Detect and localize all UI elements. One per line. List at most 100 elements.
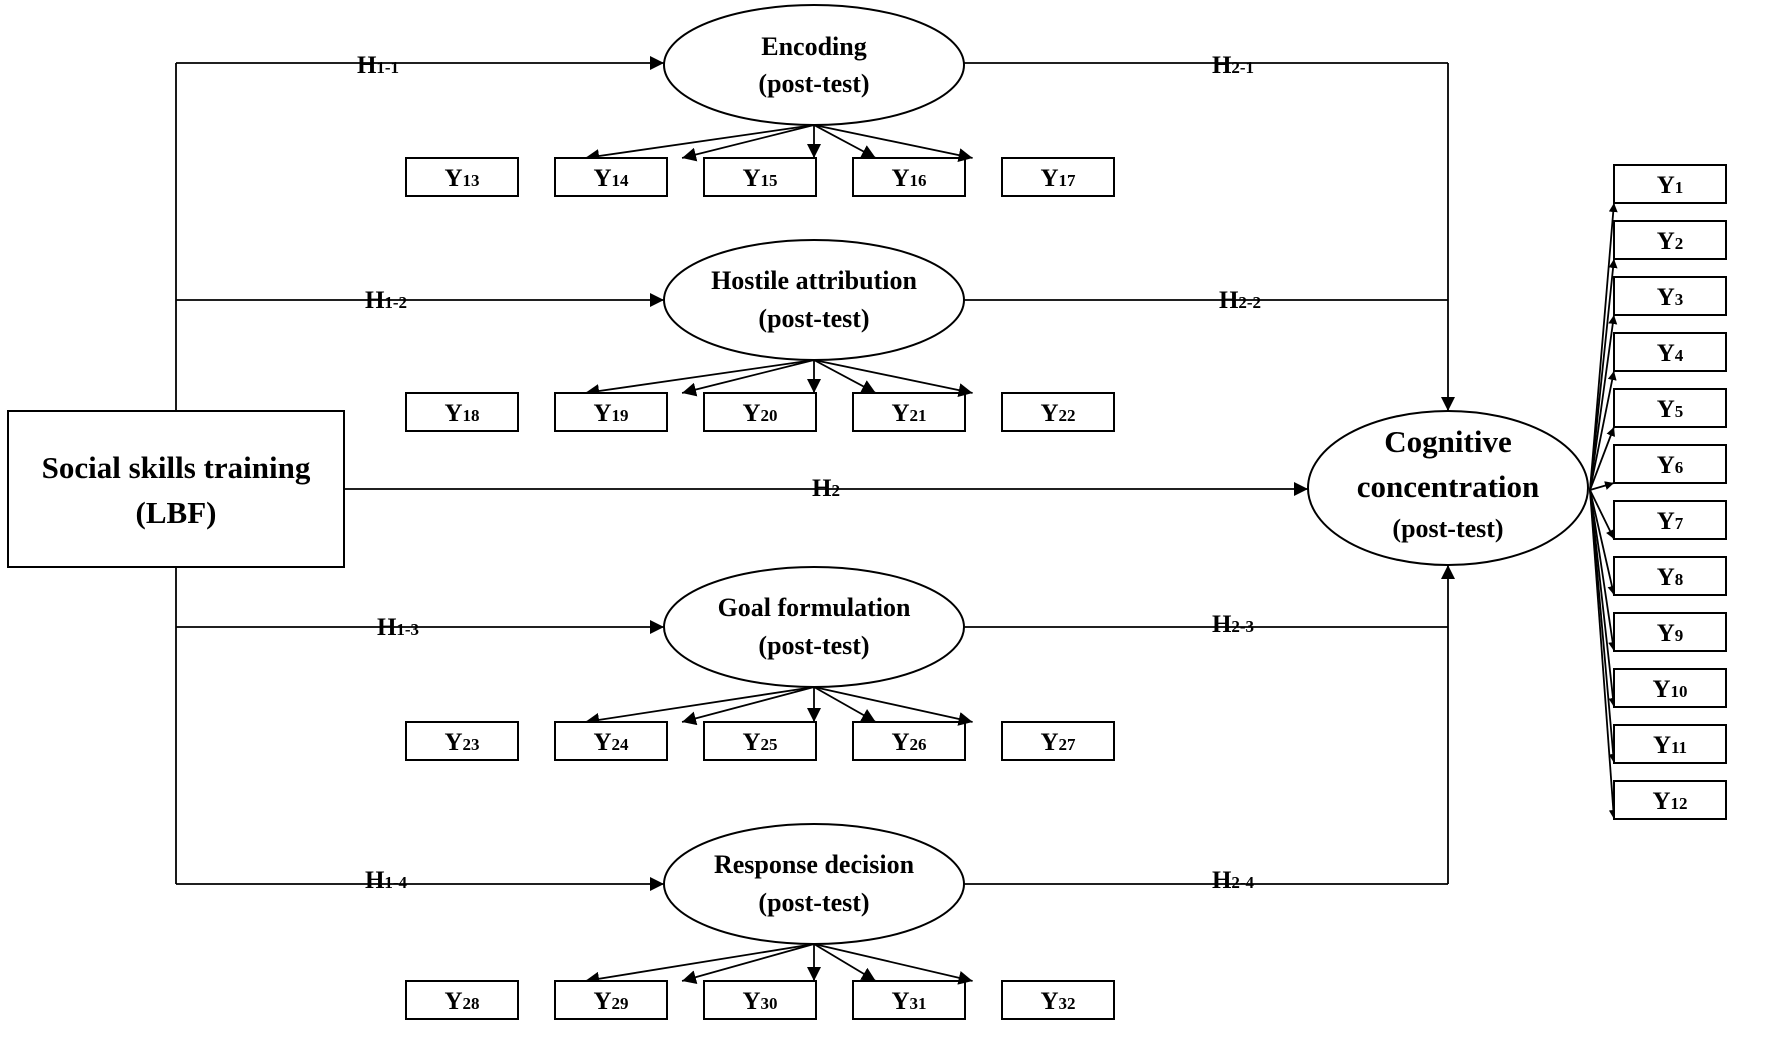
indicator-label: Y8: [1657, 564, 1684, 591]
indicator-box: Y30: [703, 980, 817, 1020]
indicator-box: Y32: [1001, 980, 1115, 1020]
loading-arrow: [681, 359, 815, 397]
exogenous-label-line1: Social skills training: [42, 450, 311, 485]
indicator-label: Y1: [1657, 172, 1684, 199]
loading-arrow: [681, 943, 815, 984]
mediator-hostile-attribution: Hostile attribution (post-test): [663, 239, 965, 361]
indicator-box: Y20: [703, 392, 817, 432]
indicator-box: Y16: [852, 157, 966, 197]
indicator-label: Y31: [891, 988, 926, 1015]
indicator-label: Y21: [891, 400, 926, 427]
indicator-label: Y16: [891, 165, 926, 192]
indicator-box: Y2: [1613, 220, 1727, 260]
path-label-h2-3: H2-3: [1212, 611, 1254, 638]
svg-text:(post-test): (post-test): [758, 69, 869, 98]
path-label-h1-3: H1-3: [377, 614, 419, 641]
indicator-box: Y23: [405, 721, 519, 761]
svg-text:Encoding: Encoding: [761, 32, 867, 61]
loading-arrow: [1589, 426, 1616, 491]
indicator-label: Y9: [1657, 620, 1684, 647]
svg-text:(post-test): (post-test): [758, 888, 869, 917]
loading-arrow: [585, 359, 815, 398]
indicator-box: Y5: [1613, 388, 1727, 428]
indicator-box: Y8: [1613, 556, 1727, 596]
cognitive-concentration-node: Cognitive concentration (post-test): [1307, 410, 1589, 566]
loading-arrow: [585, 124, 815, 163]
loading-arrow: [813, 359, 877, 394]
loading-arrow: [1589, 202, 1618, 491]
indicator-label: Y22: [1040, 400, 1075, 427]
social-skills-training-node: Social skills training (LBF): [7, 410, 345, 568]
loading-arrow: [813, 124, 877, 159]
loading-arrow: [1589, 489, 1617, 596]
connector-lines: [175, 56, 1455, 891]
indicator-label: Y32: [1040, 988, 1075, 1015]
svg-text:Hostile attribution: Hostile attribution: [711, 266, 917, 295]
indicator-label: Y25: [742, 729, 777, 756]
loading-arrow: [813, 943, 973, 985]
path-label-h2-2: H2-2: [1219, 287, 1261, 314]
loading-arrow: [813, 943, 877, 982]
indicator-label: Y6: [1657, 452, 1684, 479]
loading-arrow: [1589, 481, 1615, 491]
indicator-box: Y24: [554, 721, 668, 761]
indicator-box: Y28: [405, 980, 519, 1020]
outcome-label-line2: concentration: [1357, 469, 1540, 504]
mediator-encoding: Encoding (post-test): [663, 4, 965, 126]
indicator-label: Y10: [1652, 676, 1687, 703]
mediator-goal-formulation: Goal formulation (post-test): [663, 566, 965, 688]
indicator-box: Y21: [852, 392, 966, 432]
indicator-label: Y30: [742, 988, 777, 1015]
indicator-box: Y29: [554, 980, 668, 1020]
indicator-label: Y11: [1653, 732, 1687, 759]
indicator-box: Y26: [852, 721, 966, 761]
outcome-label-line1: Cognitive: [1384, 424, 1511, 459]
svg-text:(post-test): (post-test): [758, 304, 869, 333]
indicator-label: Y13: [444, 165, 479, 192]
loading-arrow: [813, 686, 973, 726]
indicator-label: Y29: [593, 988, 628, 1015]
svg-text:Response decision: Response decision: [714, 850, 915, 879]
loading-arrow: [813, 686, 877, 723]
mediator-response-decision: Response decision (post-test): [663, 823, 965, 945]
indicator-label: Y19: [593, 400, 628, 427]
indicator-box: Y6: [1613, 444, 1727, 484]
indicator-label: Y28: [444, 988, 479, 1015]
loading-arrow: [813, 359, 973, 398]
indicator-label: Y15: [742, 165, 777, 192]
indicator-label: Y14: [593, 165, 629, 192]
loading-arrow: [681, 686, 815, 726]
indicator-box: Y11: [1613, 724, 1727, 764]
indicator-label: Y12: [1652, 788, 1687, 815]
loading-arrow: [1589, 489, 1618, 652]
indicator-label: Y7: [1657, 508, 1684, 535]
indicator-box: Y1: [1613, 164, 1727, 204]
indicator-box: Y22: [1001, 392, 1115, 432]
exogenous-label-line2: (LBF): [136, 495, 217, 530]
indicator-box: Y4: [1613, 332, 1727, 372]
path-label-h2-1: H2-1: [1212, 52, 1254, 79]
loading-arrow: [681, 124, 815, 162]
indicator-box: Y15: [703, 157, 817, 197]
indicator-label: Y18: [444, 400, 479, 427]
loading-arrow: [585, 686, 815, 727]
indicator-label: Y27: [1040, 729, 1076, 756]
loading-arrow: [1589, 314, 1618, 491]
loading-arrow: [1589, 370, 1617, 491]
indicator-box: Y12: [1613, 780, 1727, 820]
indicator-label: Y17: [1040, 165, 1076, 192]
indicator-label: Y3: [1657, 284, 1684, 311]
indicator-box: Y27: [1001, 721, 1115, 761]
indicator-box: Y31: [852, 980, 966, 1020]
indicator-label: Y26: [891, 729, 926, 756]
indicator-label: Y5: [1657, 396, 1684, 423]
indicator-box: Y25: [703, 721, 817, 761]
svg-text:Goal formulation: Goal formulation: [718, 593, 911, 622]
indicator-label: Y24: [593, 729, 629, 756]
indicator-box: Y18: [405, 392, 519, 432]
path-label-h1-2: H1-2: [365, 287, 407, 314]
indicator-label: Y2: [1657, 228, 1684, 255]
